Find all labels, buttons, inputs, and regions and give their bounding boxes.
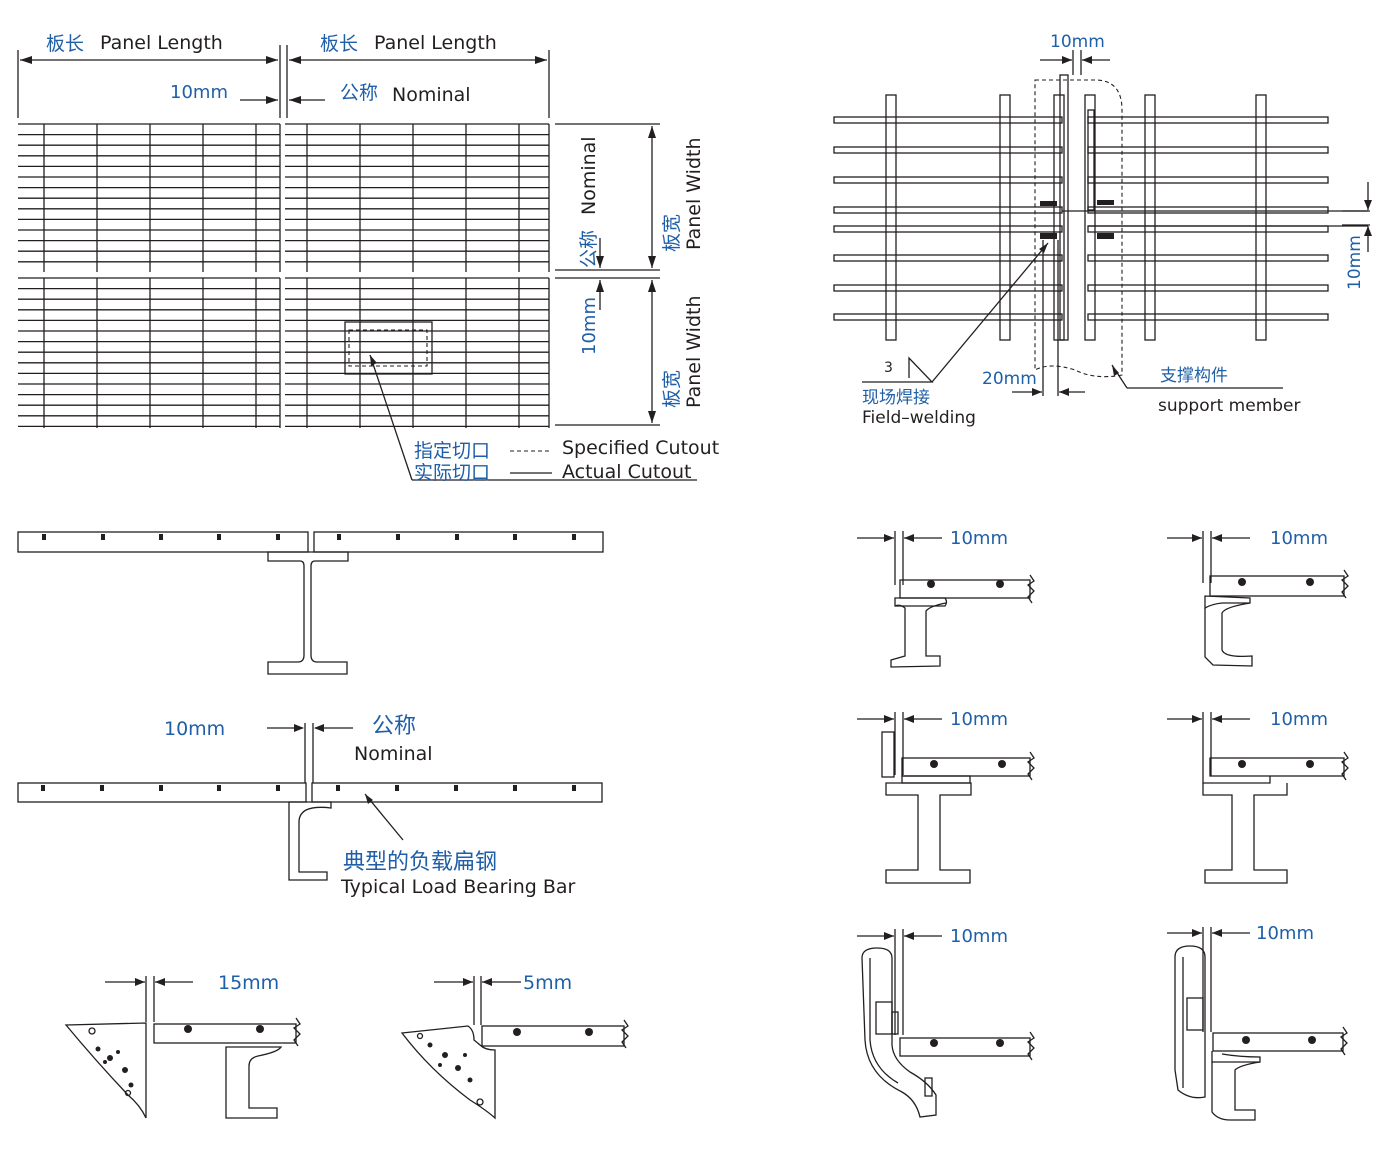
load-bearing-bar-section: 10mm 公称 Nominal 典型的负载扁钢 Typical Load Bea…	[17, 714, 603, 898]
grating-bar	[833, 254, 1063, 262]
grating-bar	[833, 176, 1063, 184]
detail-pipe-1: 10mm	[857, 926, 1035, 1118]
specified-cutout-cn-label: 指定切口	[414, 440, 490, 462]
grating-bar	[999, 94, 1011, 341]
gap-5mm-label: 5mm	[523, 972, 572, 994]
gap-10mm-label-d: 10mm	[1270, 709, 1328, 730]
actual-cutout-cn-label: 实际切口	[414, 462, 490, 484]
grating-bar	[833, 206, 1063, 214]
weld-mark	[1040, 233, 1057, 239]
gap-10mm-label-weld-side: 10mm	[1345, 235, 1365, 290]
i-beam-section	[17, 531, 604, 675]
weld-mark	[1040, 201, 1057, 206]
grating-bar	[833, 146, 1063, 154]
field-welding-plan: 10mm 10mm 20mm 3 现场焊接 Field–welding 支撑构件…	[833, 32, 1372, 428]
cutout	[344, 321, 697, 481]
grating-bar	[1059, 74, 1069, 341]
grating-bar	[1053, 94, 1065, 341]
panel-plan-view: 板长 Panel Length 板长 Panel Length 10mm 公称 …	[17, 32, 719, 484]
support-member-cn-label: 支撑构件	[1160, 366, 1228, 386]
grating-bar	[833, 284, 1063, 292]
grating-bar	[833, 225, 1063, 233]
weld-mark	[1097, 233, 1114, 239]
grating-bar	[885, 94, 897, 341]
gap-10mm-label-side: 10mm	[579, 297, 600, 355]
panel-width-dimension	[555, 123, 660, 426]
grating-bar	[1087, 146, 1329, 154]
gap-10mm-label-bar: 10mm	[164, 718, 225, 740]
nominal-cn-label-top: 公称	[340, 82, 378, 104]
gap-10mm-label-a: 10mm	[950, 528, 1008, 549]
panel-grid	[18, 123, 550, 428]
gap-15mm-label: 15mm	[218, 972, 279, 994]
support-member-outline	[1034, 79, 1123, 378]
panel-width-en-label-2: Panel Width	[683, 296, 705, 409]
grating-bar	[1087, 176, 1329, 184]
actual-cutout-en-label: Actual Cutout	[562, 461, 691, 483]
grating-bar	[1087, 225, 1329, 233]
panel-length-en-label-2: Panel Length	[374, 32, 497, 54]
weld-grid	[833, 74, 1368, 341]
panel-length-cn-label-1: 板长	[46, 33, 84, 55]
right-details: 10mm 10mm	[857, 528, 1349, 1121]
gap-10mm-label-f: 10mm	[1256, 923, 1314, 944]
nominal-cn-label-side: 公称	[578, 230, 600, 268]
grating-bar	[833, 313, 1063, 321]
grating-bar	[1087, 254, 1329, 262]
detail-ibeam-2: 10mm	[1167, 709, 1349, 884]
grating-bar	[1087, 109, 1095, 211]
nominal-en-label-side: Nominal	[578, 136, 600, 215]
nominal-cn-label-bar: 公称	[372, 714, 416, 739]
weld-mark	[1097, 200, 1114, 205]
detail-ibeam-1: 10mm	[857, 709, 1035, 884]
gap-10mm-label-b: 10mm	[1270, 528, 1328, 549]
grating-bar	[1255, 94, 1267, 341]
grating-bar	[1087, 206, 1329, 214]
nominal-en-label-top: Nominal	[392, 84, 471, 106]
support-member-en-label: support member	[1158, 396, 1301, 416]
detail-pipe-2: 10mm	[1167, 923, 1348, 1121]
weld-size-label: 3	[884, 360, 893, 376]
detail-channel-1: 10mm	[857, 528, 1035, 668]
gap-10mm-label-c: 10mm	[950, 709, 1008, 730]
detail-15mm: 15mm	[64, 972, 301, 1119]
gap-10mm-label-top: 10mm	[170, 82, 228, 103]
grating-bar	[833, 116, 1063, 124]
panel-length-en-label-1: Panel Length	[100, 32, 223, 54]
grating-bar	[1087, 116, 1329, 124]
gap-10mm-label-weld-top: 10mm	[1050, 32, 1105, 52]
panel-width-cn-label-1: 板宽	[661, 214, 683, 252]
detail-channel-2: 10mm	[1167, 528, 1349, 667]
load-bar-en-label: Typical Load Bearing Bar	[340, 876, 576, 898]
panel-width-en-label-1: Panel Width	[683, 138, 705, 251]
load-bar-cn-label: 典型的负载扁钢	[343, 850, 497, 875]
grating-bar	[1084, 94, 1096, 341]
panel-width-cn-label-2: 板宽	[661, 370, 683, 408]
nominal-en-label-bar: Nominal	[354, 743, 433, 765]
gap-10mm-label-e: 10mm	[950, 926, 1008, 947]
field-welding-cn-label: 现场焊接	[862, 388, 930, 408]
grating-bar	[1087, 284, 1329, 292]
grating-bar	[1144, 94, 1156, 341]
grating-bar	[1087, 313, 1329, 321]
gap-20mm-label: 20mm	[982, 369, 1037, 389]
panel-length-cn-label-2: 板长	[320, 33, 358, 55]
specified-cutout-en-label: Specified Cutout	[562, 437, 719, 459]
field-welding-en-label: Field–welding	[862, 408, 976, 428]
panel-length-dimension	[17, 45, 550, 118]
detail-5mm: 5mm	[400, 972, 629, 1120]
